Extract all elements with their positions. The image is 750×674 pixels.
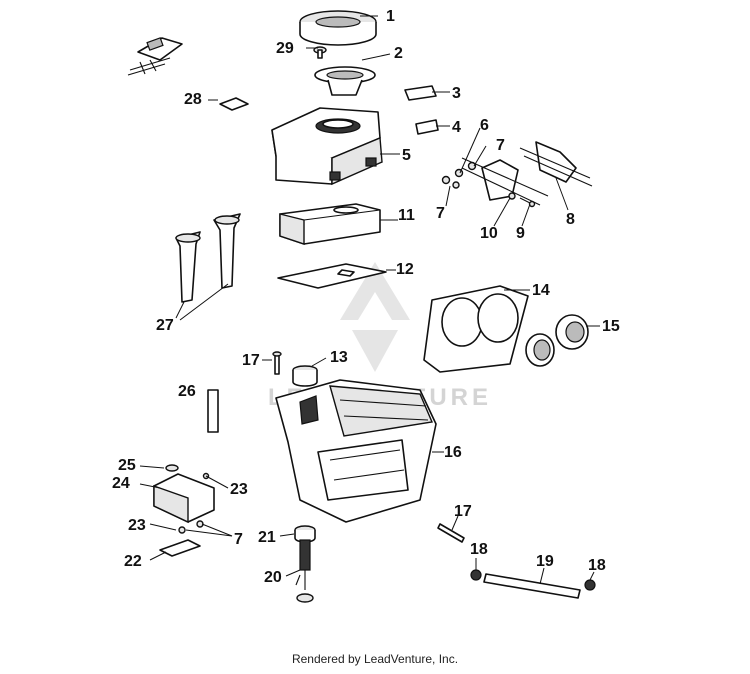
- callout-7a: 7: [496, 137, 505, 154]
- callout-17a: 17: [242, 352, 260, 369]
- callout-7b: 7: [436, 205, 445, 222]
- part-27-ducts: [175, 213, 241, 303]
- callout-13: 13: [330, 349, 348, 366]
- callout-4: 4: [452, 119, 461, 136]
- part-6-7-hardware: [441, 161, 477, 189]
- part-14-plate: [423, 285, 529, 373]
- callout-16: 16: [444, 444, 462, 461]
- callout-10: 10: [480, 225, 498, 242]
- part-9-10-bolt: [508, 192, 536, 208]
- part-11-filter: [279, 203, 381, 245]
- callout-6: 6: [480, 117, 489, 134]
- part-16-airbox: [275, 379, 437, 523]
- part-20-sensor: [295, 539, 314, 603]
- bracket-top-left: [127, 37, 183, 76]
- callout-12: 12: [396, 261, 414, 278]
- callout-18b: 18: [588, 557, 606, 574]
- part-26-strap: [207, 389, 219, 433]
- part-22-bracket: [159, 520, 204, 557]
- callout-25: 25: [118, 457, 136, 474]
- callout-11: 11: [398, 207, 415, 224]
- part-13-cap: [292, 365, 318, 387]
- callout-22: 22: [124, 553, 142, 570]
- callout-15: 15: [602, 318, 620, 335]
- callout-5: 5: [402, 147, 411, 164]
- callout-14: 14: [532, 282, 550, 299]
- callout-3: 3: [452, 85, 461, 102]
- callout-28: 28: [184, 91, 202, 108]
- part-19-rod: [483, 573, 581, 599]
- part-28-decal: [219, 97, 249, 111]
- part-21-grommet: [294, 525, 316, 543]
- part-1-ring: [299, 10, 377, 46]
- part-17-bolt: [272, 351, 282, 375]
- part-4-decal: [415, 119, 439, 135]
- callout-29: 29: [276, 40, 294, 57]
- callout-23a: 23: [230, 481, 248, 498]
- callout-26: 26: [178, 383, 196, 400]
- part-17-bolt-lower: [437, 523, 465, 543]
- render-credit: Rendered by LeadVenture, Inc.: [291, 652, 459, 666]
- callout-9: 9: [516, 225, 525, 242]
- part-3-decal: [404, 85, 437, 101]
- callout-18a: 18: [470, 541, 488, 558]
- callout-1: 1: [386, 8, 395, 25]
- callout-23b: 23: [128, 517, 146, 534]
- part-12-gasket: [277, 263, 387, 289]
- part-2-boot: [314, 66, 376, 96]
- callout-27: 27: [156, 317, 174, 334]
- callout-24: 24: [112, 475, 130, 492]
- callout-21: 21: [258, 529, 276, 546]
- callout-19: 19: [536, 553, 554, 570]
- part-block-bracket: [461, 157, 549, 206]
- callout-17b: 17: [454, 503, 472, 520]
- callout-8: 8: [566, 211, 575, 228]
- callout-7c: 7: [234, 531, 243, 548]
- part-5-airbox-cover: [271, 107, 383, 186]
- callout-20: 20: [264, 569, 282, 586]
- leader-lines: [139, 15, 600, 585]
- part-8-bracket: [519, 141, 593, 187]
- callout-numbers: 1 29 2 3 28 4 6 7 5 7 8 10 9 11 12 14 15…: [112, 8, 620, 586]
- part-15-grommets: [525, 314, 589, 367]
- part-24-25-cdi: [153, 464, 215, 524]
- callout-2: 2: [394, 45, 403, 62]
- part-29-screw: [313, 46, 327, 59]
